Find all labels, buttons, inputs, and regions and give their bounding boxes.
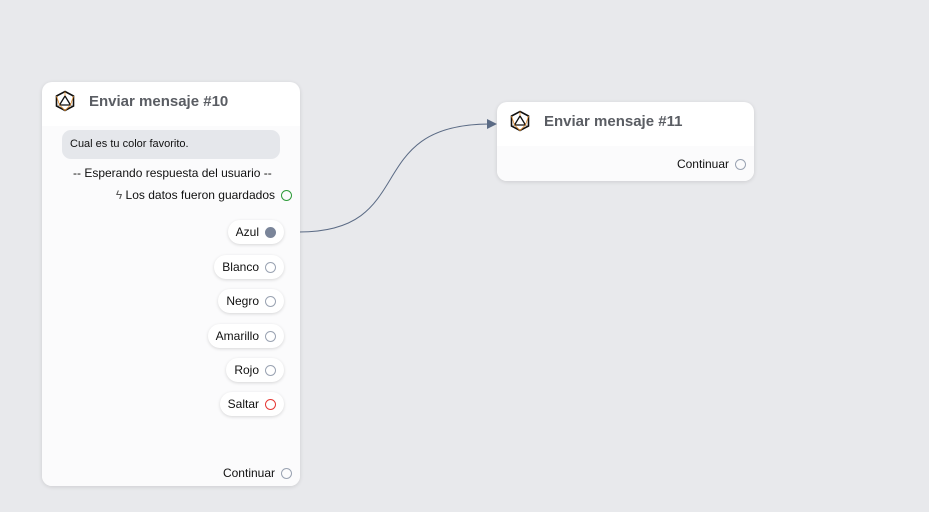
continue-handle[interactable] — [735, 159, 746, 171]
option-negro[interactable]: Negro — [218, 289, 284, 313]
continue-handle[interactable] — [281, 468, 292, 480]
node-title: Enviar mensaje #11 — [544, 112, 683, 130]
option-label: Saltar — [227, 397, 259, 411]
continue-output: Continuar — [677, 157, 746, 171]
waiting-text: -- Esperando respuesta del usuario -- — [73, 166, 272, 180]
saved-output: ϟ Los datos fueron guardados — [116, 188, 292, 202]
continue-label: Continuar — [676, 157, 729, 171]
option-label: Azul — [235, 225, 259, 239]
message-bubble: Cual es tu color favorito. — [62, 130, 280, 159]
option-label: Rojo — [234, 363, 259, 377]
option-handle[interactable] — [265, 399, 276, 411]
node-send-message-11[interactable]: Enviar mensaje #11 Continuar — [497, 102, 754, 181]
icosahedron-icon — [55, 90, 75, 112]
option-amarillo[interactable]: Amarillo — [207, 324, 284, 348]
option-handle[interactable] — [265, 331, 276, 343]
option-azul[interactable]: Azul — [227, 220, 284, 244]
icosahedron-icon — [510, 110, 530, 132]
option-label: Amarillo — [215, 329, 259, 343]
saved-handle[interactable] — [281, 190, 292, 202]
option-rojo[interactable]: Rojo — [226, 358, 284, 382]
option-blanco[interactable]: Blanco — [214, 255, 284, 279]
continue-output: Continuar — [223, 466, 292, 480]
node-send-message-10[interactable]: Enviar mensaje #10 Cual es tu color favo… — [42, 82, 300, 486]
saved-label: Los datos fueron guardados — [125, 188, 275, 202]
option-label: Blanco — [222, 260, 259, 274]
option-handle[interactable] — [265, 296, 276, 308]
node-title: Enviar mensaje #10 — [89, 92, 229, 110]
option-label: Negro — [226, 294, 259, 308]
continue-label: Continuar — [222, 466, 275, 480]
option-handle[interactable] — [265, 262, 276, 274]
option-saltar[interactable]: Saltar — [219, 392, 284, 416]
option-handle[interactable] — [265, 365, 276, 377]
bolt-icon: ϟ — [115, 188, 123, 202]
option-handle[interactable] — [265, 227, 276, 239]
